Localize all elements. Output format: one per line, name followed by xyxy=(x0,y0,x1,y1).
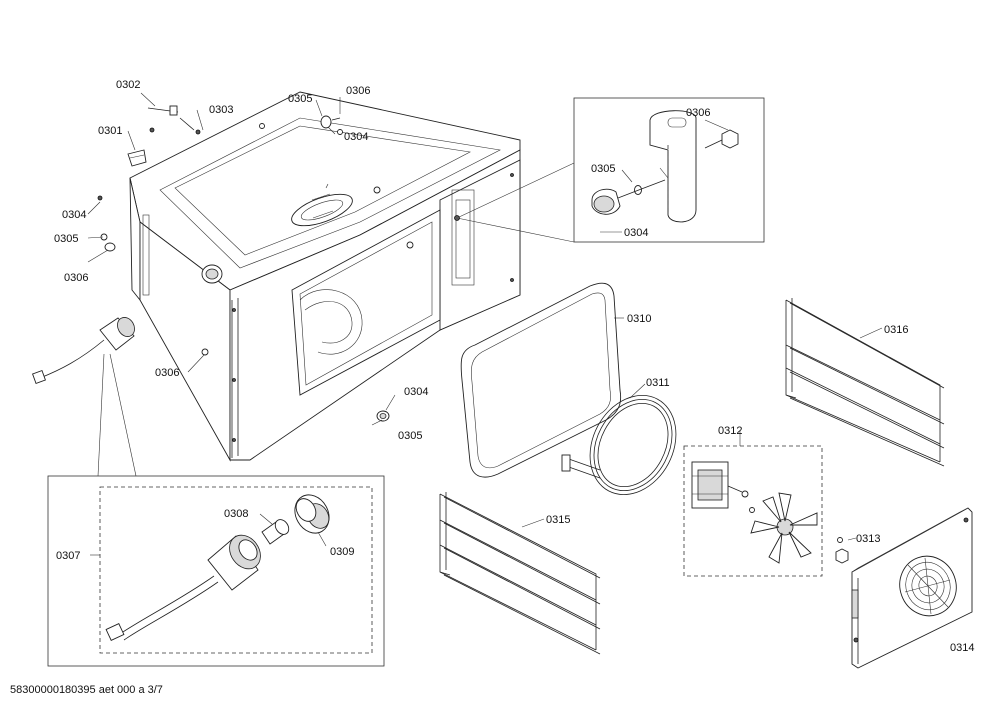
oven-rack-0316 xyxy=(785,298,945,467)
rear-fan-cover-0314 xyxy=(851,507,973,669)
label-0306-bottom: 0306 xyxy=(155,367,179,379)
label-0304-left: 0304 xyxy=(62,209,86,221)
oven-rack-0315 xyxy=(439,492,601,655)
oven-lamp-left xyxy=(32,317,137,477)
part-labels: 0302 0303 0301 0305 0306 0304 0304 0305 … xyxy=(54,79,974,654)
heating-element-0311 xyxy=(561,383,677,496)
leader-lines xyxy=(87,92,575,426)
label-0311: 0311 xyxy=(646,377,670,389)
label-0304-mid: 0304 xyxy=(404,386,428,398)
label-0304-top: 0304 xyxy=(344,131,368,143)
label-0315: 0315 xyxy=(546,514,570,526)
label-0308: 0308 xyxy=(224,508,248,520)
label-0309: 0309 xyxy=(330,546,354,558)
drawing-reference-footer: 58300000180395 aet 000 a 3/7 xyxy=(10,684,163,696)
label-0304-inset: 0304 xyxy=(624,227,648,239)
label-0313: 0313 xyxy=(856,533,880,545)
door-seal-0310 xyxy=(460,282,624,478)
label-0305-left: 0305 xyxy=(54,233,78,245)
inset-lamp-bracket xyxy=(573,97,765,243)
label-0302: 0302 xyxy=(116,79,140,91)
inset-lamp-assembly xyxy=(47,475,385,667)
label-0316: 0316 xyxy=(884,324,908,336)
label-0314: 0314 xyxy=(950,642,974,654)
label-0305-mid: 0305 xyxy=(398,430,422,442)
label-0310: 0310 xyxy=(627,313,651,325)
nut-0313 xyxy=(835,537,857,564)
label-0305-top: 0305 xyxy=(288,93,312,105)
label-0306-inset: 0306 xyxy=(686,107,710,119)
label-0305-inset: 0305 xyxy=(591,163,615,175)
label-0312: 0312 xyxy=(718,425,742,437)
oven-cavity-housing xyxy=(129,91,521,462)
label-0307: 0307 xyxy=(56,550,80,562)
label-0301: 0301 xyxy=(98,125,122,137)
label-0306-top: 0306 xyxy=(346,85,370,97)
fan-motor-assembly-0312 xyxy=(683,430,823,577)
label-0306-left: 0306 xyxy=(64,272,88,284)
label-0303: 0303 xyxy=(209,104,233,116)
small-parts-top xyxy=(97,105,390,422)
